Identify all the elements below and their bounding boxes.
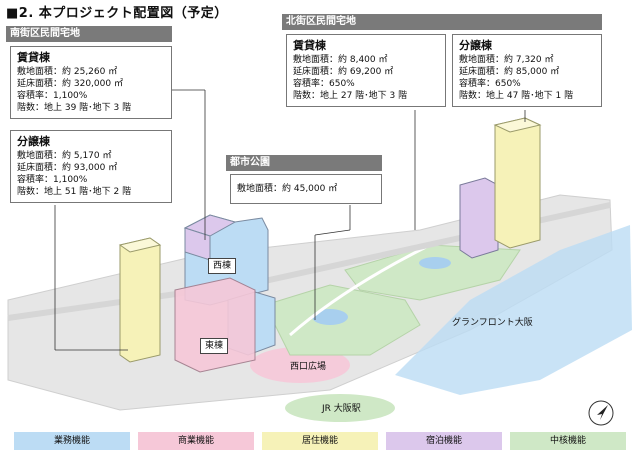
plaza-label: 西口広場 (290, 362, 327, 372)
park-bridge (289, 243, 431, 337)
spec-line: 延床面積：約 69,200 ㎡ (293, 67, 394, 77)
north-pond (419, 257, 451, 269)
spec-line: 敷地面積：約 45,000 ㎡ (237, 184, 338, 194)
south-rental-box: 賃貸棟 敷地面積：約 25,260 ㎡ 延床面積：約 320,000 ㎡ 容積率… (10, 46, 172, 119)
station-zone (285, 394, 395, 422)
page-title: ■2. 本プロジェクト配置図（予定） (6, 6, 228, 21)
legend-office: 業務機能 (14, 432, 130, 450)
north-rental-box: 賃貸棟 敷地面積：約 8,400 ㎡ 延床面積：約 69,200 ㎡ 容積率：6… (286, 34, 446, 107)
grand-front-zone (395, 225, 632, 395)
spec-line: 容積率：1,100% (17, 175, 88, 185)
north-sale-tower (494, 117, 541, 249)
north-sale-box: 分譲棟 敷地面積：約 7,320 ㎡ 延床面積：約 85,000 ㎡ 容積率：6… (452, 34, 602, 107)
spec-line: 容積率：650% (459, 79, 521, 89)
spec-line: 延床面積：約 85,000 ㎡ (459, 67, 560, 77)
south-district-title: 南街区民間宅地 (6, 26, 172, 42)
legend-hotel: 宿泊機能 (386, 432, 502, 450)
spec-line: 敷地面積：約 7,320 ㎡ (459, 55, 554, 65)
plaza-zone (250, 347, 350, 383)
park-title: 都市公園 (226, 155, 382, 171)
south-rental-name: 賃貸棟 (17, 51, 50, 64)
grand-front-label: グランフロント大阪 (452, 318, 533, 328)
spec-line: 階数：地上 47 階･地下 1 階 (459, 91, 574, 101)
south-sale-box: 分譲棟 敷地面積：約 5,170 ㎡ 延床面積：約 93,000 ㎡ 容積率：1… (10, 130, 172, 203)
spec-line: 敷地面積：約 25,260 ㎡ (17, 67, 118, 77)
east-building-label: 東棟 (200, 338, 229, 354)
south-sale-tower (119, 237, 161, 363)
north-rental-tower (459, 177, 499, 259)
north-district-title: 北街区民間宅地 (282, 14, 602, 30)
park-box: 敷地面積：約 45,000 ㎡ (230, 174, 382, 204)
north-rental-name: 賃貸棟 (293, 39, 326, 52)
spec-line: 階数：地上 51 階･地下 2 階 (17, 187, 132, 197)
spec-line: 容積率：650% (293, 79, 355, 89)
south-sale-name: 分譲棟 (17, 135, 50, 148)
spec-line: 階数：地上 27 階･地下 3 階 (293, 91, 408, 101)
legend-commercial: 商業機能 (138, 432, 254, 450)
north-arrow-icon (588, 400, 614, 426)
spec-line: 容積率：1,100% (17, 91, 88, 101)
spec-line: 延床面積：約 93,000 ㎡ (17, 163, 118, 173)
west-building-label: 西棟 (208, 258, 237, 274)
podium (174, 277, 256, 373)
south-pond (312, 309, 348, 325)
north-sale-name: 分譲棟 (459, 39, 492, 52)
spec-line: 階数：地上 39 階･地下 3 階 (17, 103, 132, 113)
spec-line: 敷地面積：約 8,400 ㎡ (293, 55, 388, 65)
spec-line: 敷地面積：約 5,170 ㎡ (17, 151, 112, 161)
legend-residential: 居住機能 (262, 432, 378, 450)
spec-line: 延床面積：約 320,000 ㎡ (17, 79, 123, 89)
legend: 業務機能 商業機能 居住機能 宿泊機能 中核機能 (14, 432, 626, 454)
station-label: JR 大阪駅 (322, 404, 361, 414)
legend-core: 中核機能 (510, 432, 626, 450)
